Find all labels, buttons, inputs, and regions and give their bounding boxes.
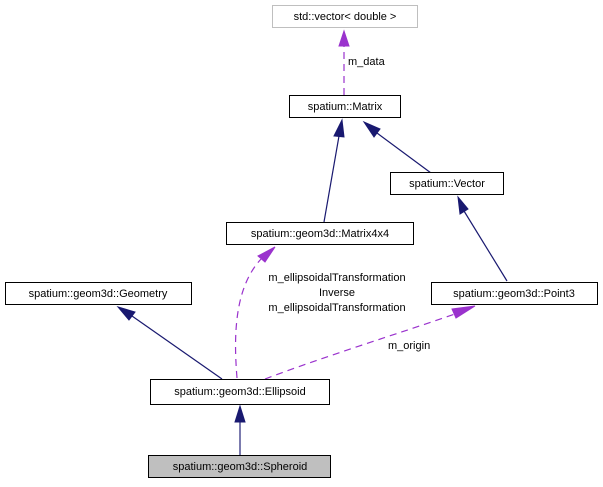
node-label: spatium::geom3d::Ellipsoid: [174, 386, 305, 398]
edge-spheroid-to-ellipsoid: [234, 404, 246, 455]
inheritance-arrowhead: [116, 306, 136, 321]
inheritance-arrowhead: [333, 118, 345, 138]
edge-matrix4x4-to-matrix: [323, 118, 345, 223]
node-spatium-vector[interactable]: spatium::Vector: [390, 172, 504, 195]
edge-ellipsoid-to-point3: m_origin: [264, 305, 476, 380]
node-box: [390, 172, 504, 195]
inheritance-edge-line: [376, 132, 432, 174]
edge-point3-to-vector: [457, 195, 508, 282]
node-label: spatium::geom3d::Matrix4x4: [251, 228, 389, 240]
usage-arrowhead: [338, 29, 350, 47]
usage-edge-line: [264, 313, 456, 380]
node-box: [289, 95, 401, 118]
edge-vector-to-matrix: [362, 120, 432, 174]
edge-label-transformation-line-2: Inverse: [319, 287, 355, 299]
inheritance-arrowhead: [457, 195, 469, 215]
edge-label-transformation-line-3: m_ellipsoidalTransformation: [268, 302, 405, 314]
node-spatium-matrix[interactable]: spatium::Matrix: [289, 95, 401, 118]
node-label: spatium::geom3d::Point3: [453, 288, 575, 300]
edge-label-m-data: m_data: [348, 56, 386, 68]
node-spatium-geom3d-ellipsoid[interactable]: spatium::geom3d::Ellipsoid: [150, 379, 330, 405]
node-box-current: [148, 455, 331, 478]
inheritance-edge-line: [463, 210, 508, 282]
node-spatium-geom3d-matrix4x4[interactable]: spatium::geom3d::Matrix4x4: [226, 222, 414, 245]
edge-label-m-origin: m_origin: [388, 340, 430, 352]
usage-arrowhead: [257, 246, 276, 263]
node-box: [431, 282, 598, 305]
node-label: spatium::geom3d::Geometry: [29, 288, 168, 300]
node-label: spatium::Vector: [409, 178, 485, 190]
edge-label-transformation-line-1: m_ellipsoidalTransformation: [268, 272, 405, 284]
node-spatium-geom3d-spheroid[interactable]: spatium::geom3d::Spheroid: [148, 455, 331, 478]
edge-ellipsoid-to-matrix4x4: m_ellipsoidalTransformation Inverse m_el…: [234, 246, 406, 379]
edge-ellipsoid-to-geometry: [116, 306, 223, 380]
node-label: spatium::geom3d::Spheroid: [173, 461, 308, 473]
inheritance-arrowhead: [234, 404, 246, 423]
edge-matrix-to-vector-double: m_data: [338, 29, 386, 95]
node-box: [150, 379, 330, 405]
usage-edge-line: [234, 257, 263, 379]
node-box: [226, 222, 414, 245]
inheritance-edge-line: [323, 135, 340, 223]
node-box: [5, 282, 192, 305]
inheritance-edge-line: [131, 315, 223, 380]
node-label: spatium::Matrix: [308, 101, 383, 113]
usage-arrowhead: [451, 305, 476, 319]
node-box: [272, 5, 418, 28]
inheritance-arrowhead: [362, 120, 381, 138]
node-spatium-geom3d-point3[interactable]: spatium::geom3d::Point3: [431, 282, 598, 305]
node-label: std::vector< double >: [294, 11, 397, 23]
node-std-vector-double[interactable]: std::vector< double >: [272, 5, 418, 28]
node-spatium-geom3d-geometry[interactable]: spatium::geom3d::Geometry: [5, 282, 192, 305]
